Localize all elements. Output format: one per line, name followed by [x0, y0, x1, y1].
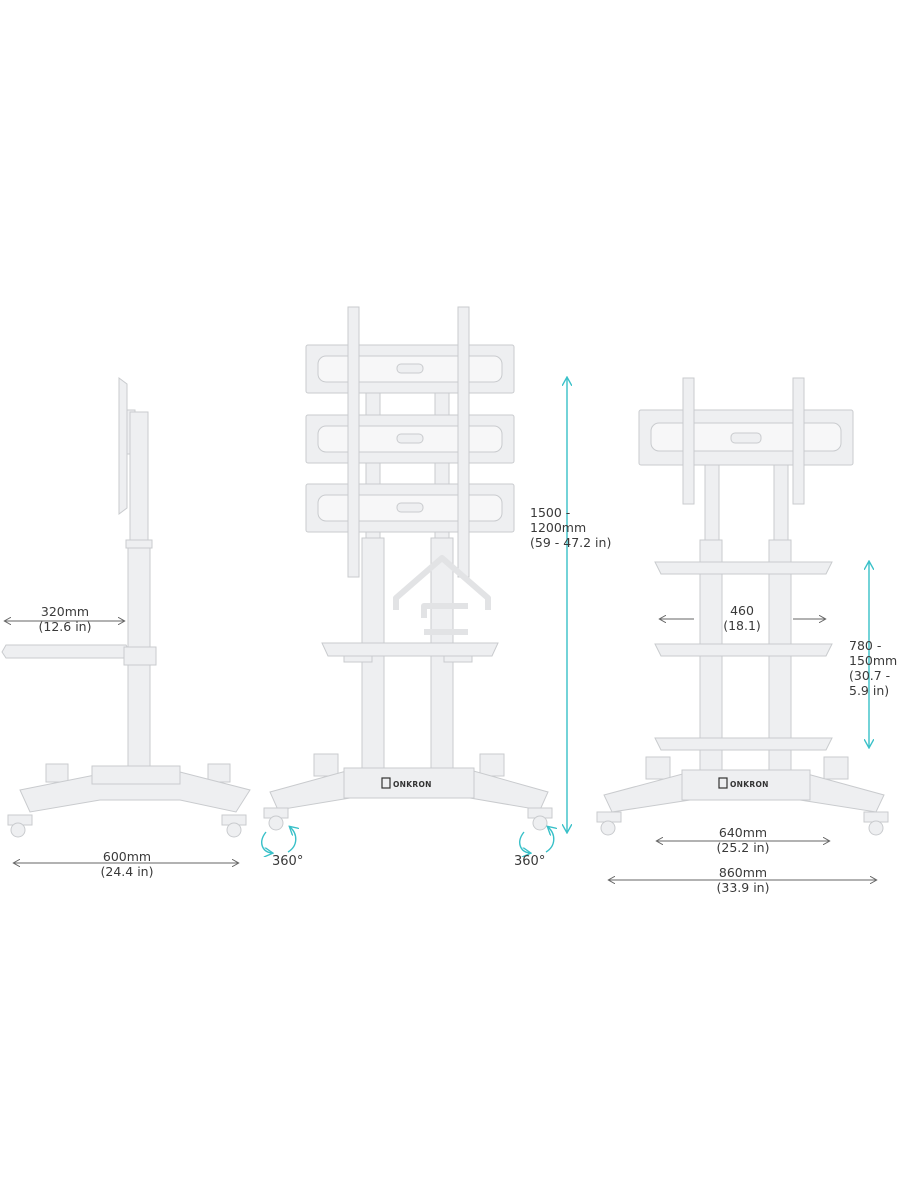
brand-logo-back-text: ONKRON: [730, 780, 769, 789]
back-shelf-bottom: [654, 737, 833, 751]
rotation-label-left: 360°: [272, 854, 304, 869]
side-shelf: [1, 644, 131, 659]
side-base-foot-back-left: [45, 763, 69, 783]
height-range-line1: 1500 -: [530, 505, 571, 520]
front-tv-arm-left: [347, 306, 360, 578]
shelf-range-line1: 780 -: [849, 638, 882, 653]
front-plate-slot-top: [396, 363, 424, 374]
back-shelf-top: [654, 561, 833, 575]
brand-logo-back: ONKRON: [718, 777, 769, 789]
shelf-range-line2: 150mm: [849, 653, 898, 668]
front-wheel-right: [532, 815, 548, 831]
brand-logo-text: ONKRON: [393, 780, 432, 789]
side-shelf-clamp: [123, 646, 157, 666]
back-caster-left: [596, 811, 622, 823]
side-view-stand: [1, 377, 251, 838]
watermark-house-icon: [393, 555, 491, 635]
back-base-foot-back-right: [823, 756, 849, 780]
front-shelf-clamp-right: [443, 655, 473, 663]
front-shelf: [321, 642, 499, 657]
back-base-foot-back-left: [645, 756, 671, 780]
rotation-arrow-right-icon: [519, 827, 554, 853]
shelf-width-mm: 460: [730, 603, 754, 618]
front-plate-slot-middle: [396, 433, 424, 444]
back-base-hub: [681, 769, 811, 801]
rotation-label-right: 360°: [514, 854, 546, 869]
side-base-depth-mm: 600mm: [102, 849, 152, 864]
side-wheel-left: [10, 822, 26, 838]
side-base-foot-back-right: [207, 763, 231, 783]
back-tv-arm-right: [792, 377, 805, 505]
height-range-label: 1500 - 1200mm (59 - 47.2 in): [530, 505, 611, 550]
side-upper-column: [129, 411, 149, 543]
front-wheel-left: [268, 815, 284, 831]
back-upper-column-left: [704, 464, 720, 546]
front-base-foot-back-right: [479, 753, 505, 777]
back-upper-column-right: [773, 464, 789, 546]
brand-logo: ONKRON: [381, 777, 432, 789]
brand-logo-back-icon: [718, 777, 728, 789]
shelf-depth-mm: 320mm: [40, 604, 90, 619]
side-mount-plate: [118, 377, 128, 515]
back-shelf-middle: [654, 643, 833, 657]
height-range-in: (59 - 47.2 in): [530, 535, 612, 550]
front-base-foot-back-left: [313, 753, 339, 777]
shelf-depth-in: (12.6 in): [38, 619, 92, 634]
base-inner-width-in: (25.2 in): [716, 840, 770, 855]
back-tv-arm-left: [682, 377, 695, 505]
front-plate-slot-bottom: [396, 502, 424, 513]
side-base-depth-in: (24.4 in): [100, 864, 154, 879]
back-plate-slot: [730, 432, 762, 444]
front-shelf-clamp-left: [343, 655, 373, 663]
shelf-range-line4: 5.9 in): [849, 683, 890, 698]
shelf-range-label: 780 - 150mm (30.7 - 5.9 in): [849, 638, 897, 698]
side-column-collar: [125, 539, 153, 549]
back-view-stand: [596, 377, 889, 836]
shelf-width-in: (18.1): [723, 618, 761, 633]
base-inner-width-label: 640mm (25.2 in): [708, 825, 778, 855]
height-range-line2: 1200mm: [530, 520, 587, 535]
shelf-depth-label: 320mm (12.6 in): [33, 604, 97, 634]
shelf-width-label: 460 (18.1): [718, 603, 766, 633]
base-outer-width-mm: 860mm: [718, 865, 768, 880]
rotation-arrow-left-icon: [261, 827, 296, 853]
front-base-hub: [343, 767, 475, 799]
back-wheel-right: [868, 820, 884, 836]
base-outer-width-in: (33.9 in): [716, 880, 770, 895]
front-tv-arm-right: [457, 306, 470, 578]
back-wheel-left: [600, 820, 616, 836]
base-inner-width-mm: 640mm: [718, 825, 768, 840]
base-outer-width-label: 860mm (33.9 in): [708, 865, 778, 895]
side-wheel-right: [226, 822, 242, 838]
front-view-stand: [263, 306, 553, 831]
side-base-hub: [91, 765, 181, 785]
side-base-depth-label: 600mm (24.4 in): [92, 849, 162, 879]
shelf-range-line3: (30.7 -: [849, 668, 891, 683]
brand-logo-icon: [381, 777, 391, 789]
